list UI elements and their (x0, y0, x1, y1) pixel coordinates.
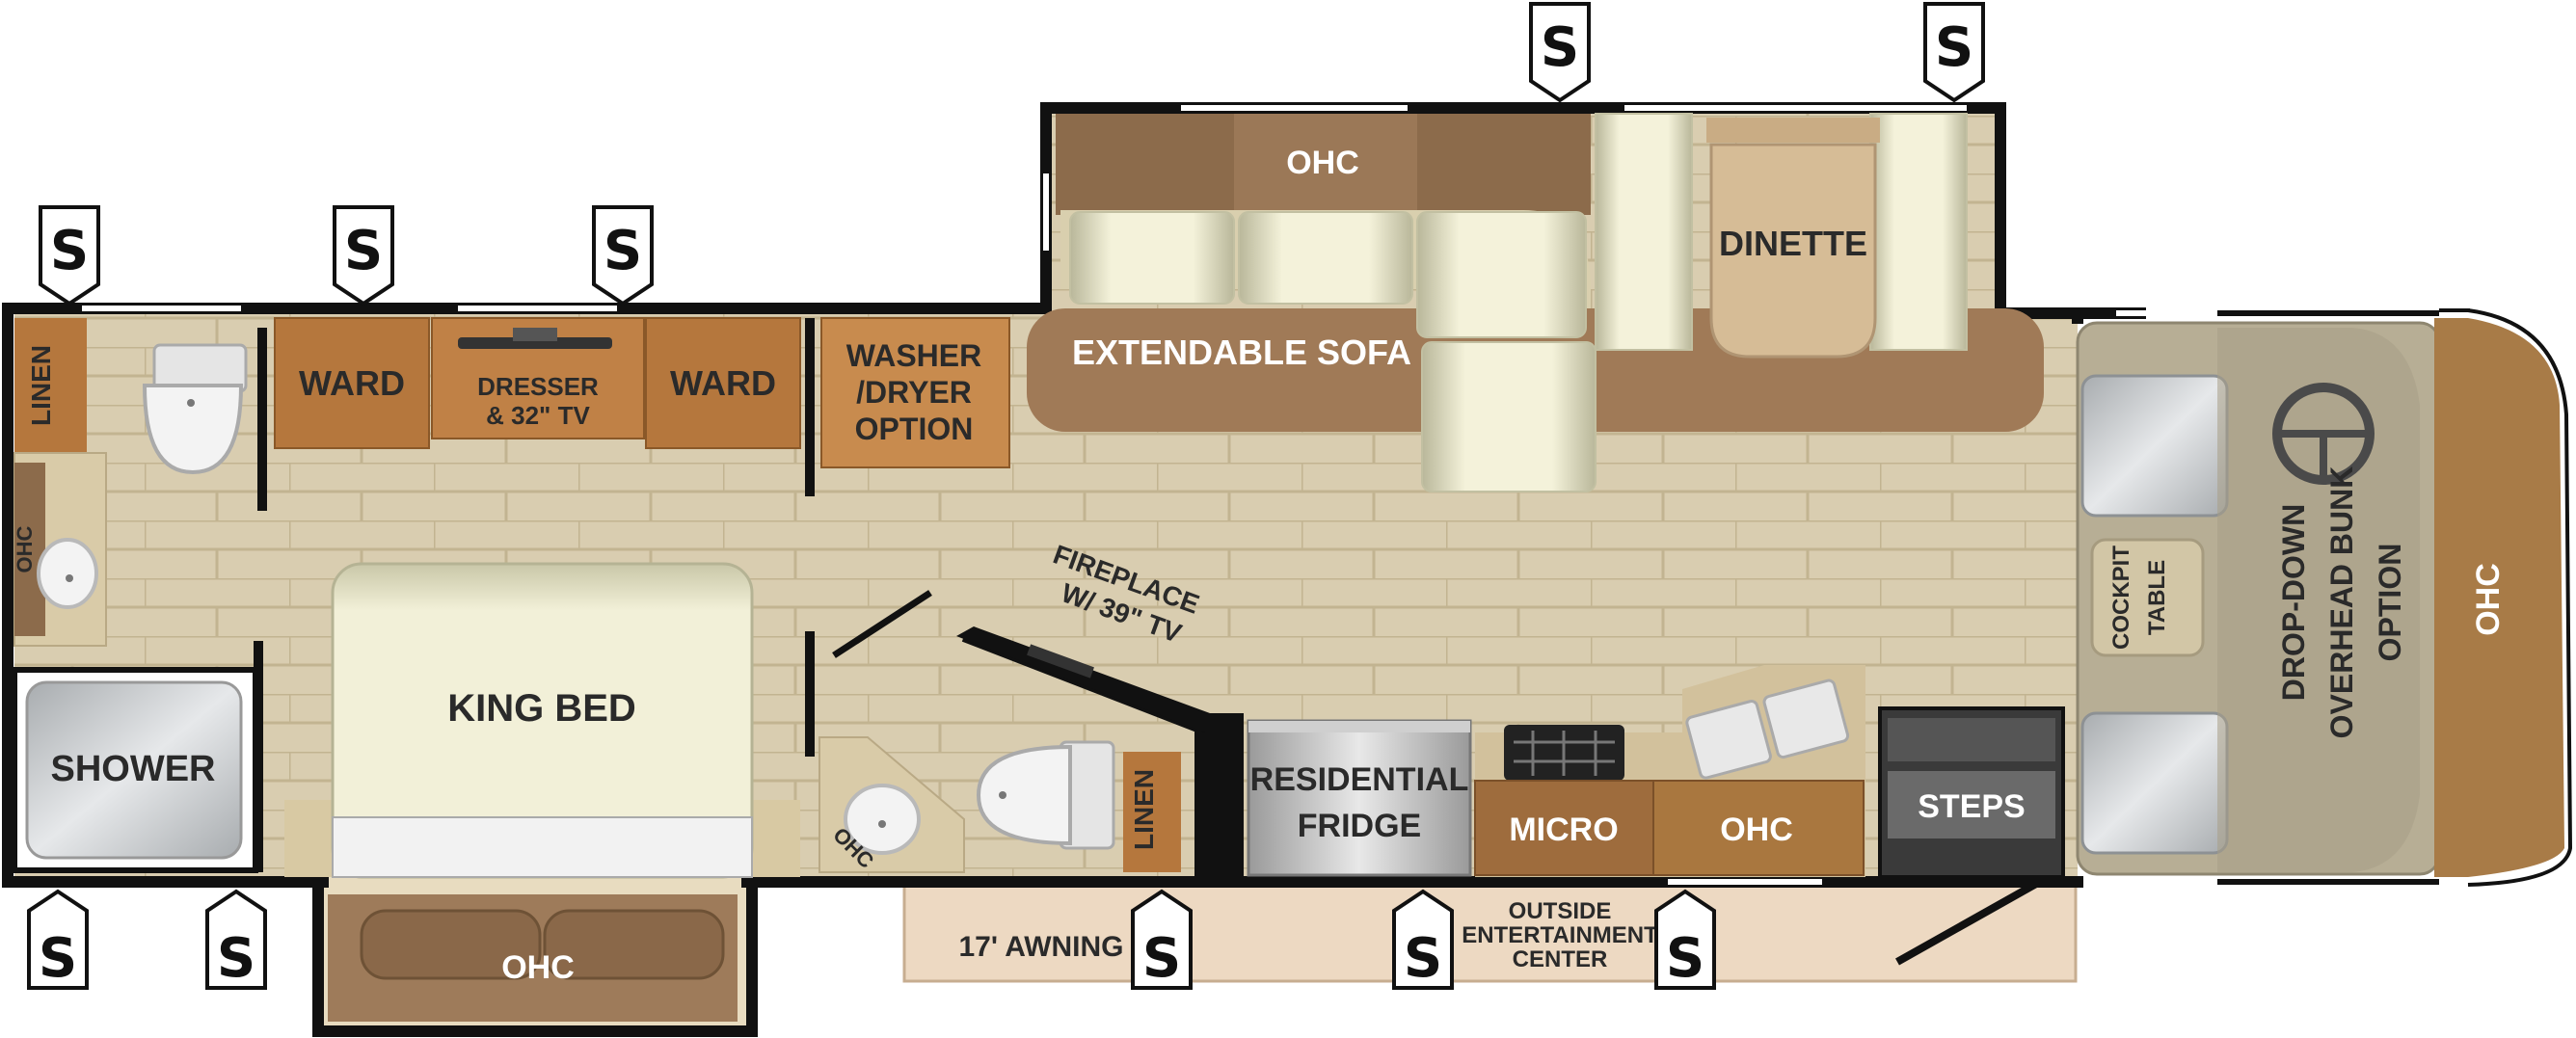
shower-label: SHOWER (51, 749, 216, 789)
slide-marker-bottom-5: S (1654, 889, 1716, 990)
sofa-cushion-2 (1238, 211, 1413, 305)
cockpit-label-1: COCKPIT (2108, 546, 2134, 650)
ward-right-label: WARD (670, 363, 776, 403)
passenger-seat-top (2080, 374, 2229, 518)
ward-right-cabinet (645, 317, 801, 449)
awning-area (902, 883, 2078, 983)
svg-text:S: S (1935, 16, 1973, 79)
washer-label-1: WASHER (846, 338, 981, 373)
linen-half-bath-cabinet (1123, 752, 1181, 872)
fridge-label-1: RESIDENTIAL (1250, 761, 1469, 798)
svg-text:S: S (344, 220, 383, 282)
svg-text:S: S (1404, 927, 1442, 990)
slide-marker-bottom-1: S (27, 889, 89, 990)
king-bed-label: KING BED (447, 687, 636, 730)
kitchen-sink-icon (1685, 679, 1850, 780)
ohc-bath-label: OHC (13, 525, 37, 572)
svg-text:S: S (604, 220, 642, 282)
slide-marker-top-2: S (333, 205, 394, 306)
bunk-label-2: OVERHEAD BUNK (2324, 466, 2359, 739)
sofa-cushion-4 (1421, 341, 1597, 492)
ward-left-cabinet (274, 317, 430, 449)
svg-text:S: S (39, 927, 77, 990)
sofa-cushion-3 (1416, 211, 1587, 338)
micro-label: MICRO (1509, 812, 1618, 848)
ward-left-label: WARD (299, 363, 405, 403)
ohc-front-label: OHC (2470, 563, 2507, 636)
front-cap (2434, 318, 2564, 877)
ohc-kitchen-label: OHC (1720, 812, 1793, 848)
slide-marker-bottom-3: S (1131, 889, 1193, 990)
nightstand-left (284, 800, 333, 877)
svg-text:S: S (1541, 16, 1579, 79)
dinette-label: DINETTE (1719, 224, 1867, 263)
entry-door-swing (1895, 871, 2053, 966)
toilet-icon (142, 343, 248, 475)
outside-label-1: OUTSIDE (1509, 898, 1612, 924)
cockpit-table (2090, 538, 2205, 657)
fridge-label-2: FRIDGE (1298, 808, 1421, 844)
linen-bath-cabinet (14, 318, 87, 453)
svg-text:S: S (1666, 927, 1704, 990)
micro-cabinet (1474, 780, 1654, 876)
dresser-label-2: & 32" TV (486, 401, 590, 430)
awning-label: 17' AWNING (958, 931, 1123, 963)
slide-marker-top-4: S (1529, 2, 1591, 103)
windows (82, 105, 2217, 885)
dinette-seat-right (1869, 113, 1968, 351)
ohc-bath-cabinet (14, 463, 45, 636)
tv-fireplace-icon (1027, 644, 1094, 679)
outside-label-3: CENTER (1513, 946, 1608, 972)
washer-label-2: /DRYER (856, 375, 972, 410)
washer-dryer-cabinet (820, 317, 1010, 468)
slide-marker-top-5: S (1923, 2, 1985, 103)
svg-text:S: S (50, 220, 89, 282)
residential-fridge (1247, 719, 1472, 877)
sofa-cushion-1 (1069, 211, 1235, 305)
nightstand-right (752, 800, 800, 877)
bath-sink-icon (37, 538, 98, 609)
ohc-kitchen-cabinet (1652, 780, 1865, 876)
svg-text:S: S (1142, 927, 1181, 990)
bunk-label-1: DROP-DOWN (2276, 504, 2311, 701)
front-windshield (2467, 308, 2573, 887)
steering-wheel-icon (2272, 383, 2375, 485)
slide-marker-bottom-2: S (205, 889, 267, 990)
outside-label-2: ENTERTAINMENT (1462, 922, 1658, 948)
passenger-seat-bottom (2080, 711, 2229, 855)
tv-icon (458, 337, 612, 349)
dinette-seat-left (1595, 113, 1693, 351)
ohc-bed-label: OHC (501, 949, 575, 986)
slide-marker-top-3: S (592, 205, 654, 306)
dinette-table (1709, 143, 1877, 359)
dresser-label-1: DRESSER (477, 372, 599, 401)
ohc-slide-label: OHC (1286, 145, 1359, 181)
extendable-sofa-label: EXTENDABLE SOFA (1072, 333, 1411, 372)
bunk-label-3: OPTION (2373, 544, 2407, 662)
fireplace-unit (956, 626, 1244, 877)
linen-bath-label: LINEN (26, 345, 56, 426)
dashboard (2217, 328, 2420, 872)
linen-half-bath-label: LINEN (1129, 769, 1159, 850)
washer-label-3: OPTION (855, 412, 974, 446)
cockpit-label-2: TABLE (2144, 560, 2170, 635)
half-bath-sink-icon (844, 784, 921, 855)
steps-label: STEPS (1918, 788, 2025, 825)
bed-footboard (332, 816, 753, 878)
svg-text:S: S (217, 927, 255, 990)
shower-pan (25, 680, 243, 860)
slide-marker-top-1: S (39, 205, 100, 306)
slide-marker-bottom-4: S (1392, 889, 1454, 990)
half-bath-toilet-icon (976, 740, 1115, 850)
